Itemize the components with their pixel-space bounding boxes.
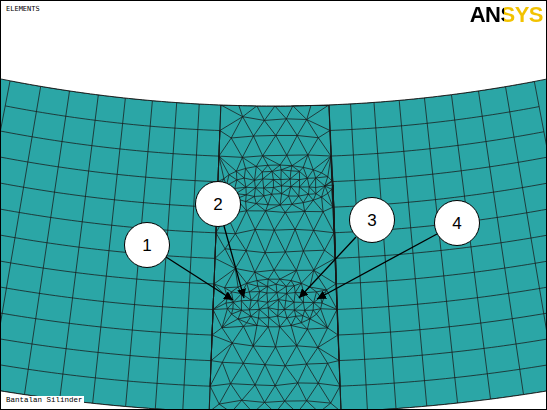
mesh-line [329, 81, 534, 104]
bearing-band [1, 76, 547, 410]
leader-arrow [317, 234, 437, 299]
mesh-line [330, 107, 539, 131]
leader-arrow [166, 257, 233, 300]
mesh-line [341, 383, 547, 410]
mesh-line [1, 206, 216, 232]
mesh-line [478, 91, 523, 395]
mesh-line [24, 91, 69, 395]
software-logo: ANSYS [470, 3, 543, 27]
mesh-line [1, 332, 211, 361]
mesh-line [93, 98, 126, 403]
mesh-line [339, 333, 547, 361]
mesh-line [1, 357, 210, 386]
mesh-line [1, 382, 209, 410]
mesh-line [10, 81, 221, 105]
mesh-line [1, 282, 213, 310]
mesh-line [332, 157, 547, 182]
callout-circle: 1 [124, 222, 170, 268]
mesh-line [1, 307, 212, 335]
mesh-line [351, 104, 368, 410]
mesh-line [534, 81, 547, 383]
mesh-line [340, 358, 547, 386]
mesh-line [1, 131, 219, 156]
model-title: Bantalan Silinder [5, 396, 84, 404]
plot-type-label: ELEMENTS [6, 6, 40, 14]
mesh-line [374, 102, 396, 408]
mesh-line [338, 308, 547, 335]
mesh-line [451, 95, 490, 400]
mesh-line [1, 156, 218, 182]
mesh-line [1, 232, 215, 259]
mesh-line [337, 283, 547, 310]
leader-arrow [224, 226, 244, 298]
callout-number: 1 [142, 237, 151, 254]
callout-circle: 2 [195, 181, 241, 227]
callout-number: 3 [367, 212, 376, 229]
callout-number: 2 [213, 196, 222, 213]
leader-arrow [299, 237, 356, 298]
mesh-lines [1, 81, 547, 410]
callout-number: 4 [452, 215, 461, 232]
mesh-line [183, 104, 199, 410]
callout-circle: 4 [434, 200, 480, 246]
mesh-line [399, 100, 427, 406]
mesh-line [331, 132, 544, 156]
mesh-line [506, 87, 547, 390]
triangle-mesh [209, 105, 341, 410]
mesh-line [424, 98, 457, 403]
mesh-line [1, 86, 41, 389]
mesh-line [60, 95, 99, 400]
callout-circle: 3 [349, 197, 395, 243]
mesh-line [336, 257, 547, 283]
mesh-line [5, 106, 220, 131]
mesh-line [1, 181, 217, 207]
mesh-line [1, 257, 214, 284]
mesh-line [1, 81, 10, 382]
